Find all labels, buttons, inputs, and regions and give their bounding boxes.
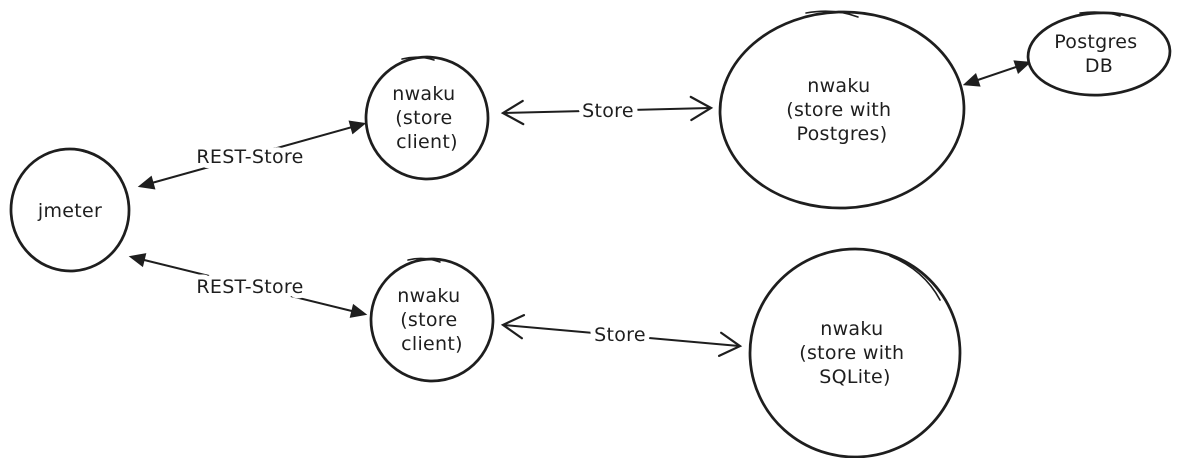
node-store-client-bottom[interactable]: nwaku (store client) bbox=[369, 257, 495, 383]
node-store-client-top[interactable]: nwaku (store client) bbox=[363, 54, 491, 182]
node-postgres-db-overdraw-stroke bbox=[1079, 11, 1121, 17]
node-store-client-bottom-label: nwaku (store client) bbox=[397, 285, 467, 355]
node-jmeter-ellipse bbox=[9, 147, 131, 273]
edge-rest-store-bottom-line bbox=[128, 253, 368, 318]
node-store-sqlite[interactable]: nwaku (store with SQLite) bbox=[745, 244, 966, 458]
edge-store-bottom-line bbox=[500, 314, 743, 357]
node-jmeter-label: jmeter bbox=[37, 200, 102, 222]
edge-rest-store-top-line bbox=[137, 120, 367, 190]
node-store-client-top-overdraw-stroke bbox=[401, 56, 435, 61]
node-store-client-bottom-overdraw-stroke bbox=[407, 257, 441, 263]
node-store-client-top-label: nwaku (store client) bbox=[392, 83, 462, 153]
edge-rest-store-bottom[interactable]: REST-Store bbox=[128, 253, 368, 318]
node-store-sqlite-ellipse bbox=[748, 247, 962, 458]
edge-store-top-line bbox=[500, 95, 714, 126]
edge-store-bottom[interactable]: Store bbox=[500, 314, 743, 357]
node-postgres-db[interactable]: Postgres DB bbox=[1026, 9, 1172, 98]
node-store-postgres-overdraw-stroke bbox=[805, 10, 859, 18]
node-store-sqlite-label: nwaku (store with SQLite) bbox=[799, 318, 910, 388]
edge-rest-store-top-label: REST-Store bbox=[196, 146, 303, 168]
node-postgres-db-label: Postgres DB bbox=[1054, 31, 1144, 77]
node-store-postgres[interactable]: nwaku (store with Postgres) bbox=[717, 8, 968, 212]
node-postgres-db-ellipse bbox=[1026, 11, 1172, 97]
node-store-sqlite-overdraw-stroke bbox=[889, 255, 941, 301]
edge-store-top-label: Store bbox=[582, 100, 634, 122]
node-store-client-top-ellipse bbox=[364, 55, 490, 181]
node-jmeter[interactable]: jmeter bbox=[7, 145, 133, 275]
edge-postgres-db-link-line bbox=[962, 60, 1032, 87]
edge-postgres-db-link[interactable] bbox=[962, 60, 1032, 87]
edge-rest-store-bottom-label: REST-Store bbox=[196, 276, 303, 298]
node-jmeter-overdraw-stroke bbox=[81, 150, 121, 178]
edge-store-bottom-label: Store bbox=[594, 324, 646, 346]
edge-store-top[interactable]: Store bbox=[500, 95, 714, 127]
node-store-postgres-label: nwaku (store with Postgres) bbox=[786, 75, 897, 145]
node-store-client-bottom-ellipse bbox=[369, 257, 495, 383]
edge-rest-store-top[interactable]: REST-Store bbox=[137, 120, 367, 190]
